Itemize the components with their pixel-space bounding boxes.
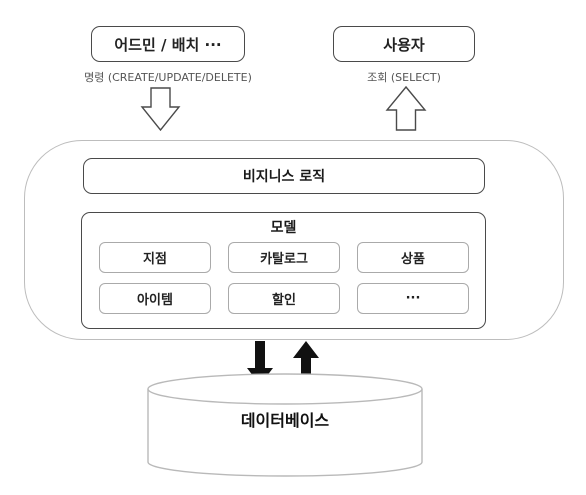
model-box: 모델 지점 카탈로그 상품 아이템 할인 ··· [81,212,486,329]
command-caption: 명령 (CREATE/UPDATE/DELETE) [84,71,252,84]
command-down-arrow [140,87,181,132]
user-label: 사용자 [383,35,425,54]
entity-catalog: 카탈로그 [228,242,340,273]
query-up-arrow [385,85,427,131]
read-up-arrow [293,341,319,385]
model-title: 모델 [270,220,297,236]
entity-item: 아이템 [99,283,211,314]
database-label: 데이터베이스 [240,411,330,430]
admin-batch-label: 어드민 / 배치 ··· [114,35,222,54]
business-logic-box: 비지니스 로직 [83,158,485,194]
query-caption: 조회 (SELECT) [367,71,441,84]
entity-branch: 지점 [99,242,211,273]
admin-batch-box: 어드민 / 배치 ··· [91,26,245,62]
business-logic-label: 비지니스 로직 [242,169,326,185]
database-cylinder-top [147,373,423,405]
user-box: 사용자 [333,26,475,62]
entity-product: 상품 [357,242,469,273]
entity-more: ··· [357,283,469,314]
database-cylinder [147,389,423,477]
entity-discount: 할인 [228,283,340,314]
